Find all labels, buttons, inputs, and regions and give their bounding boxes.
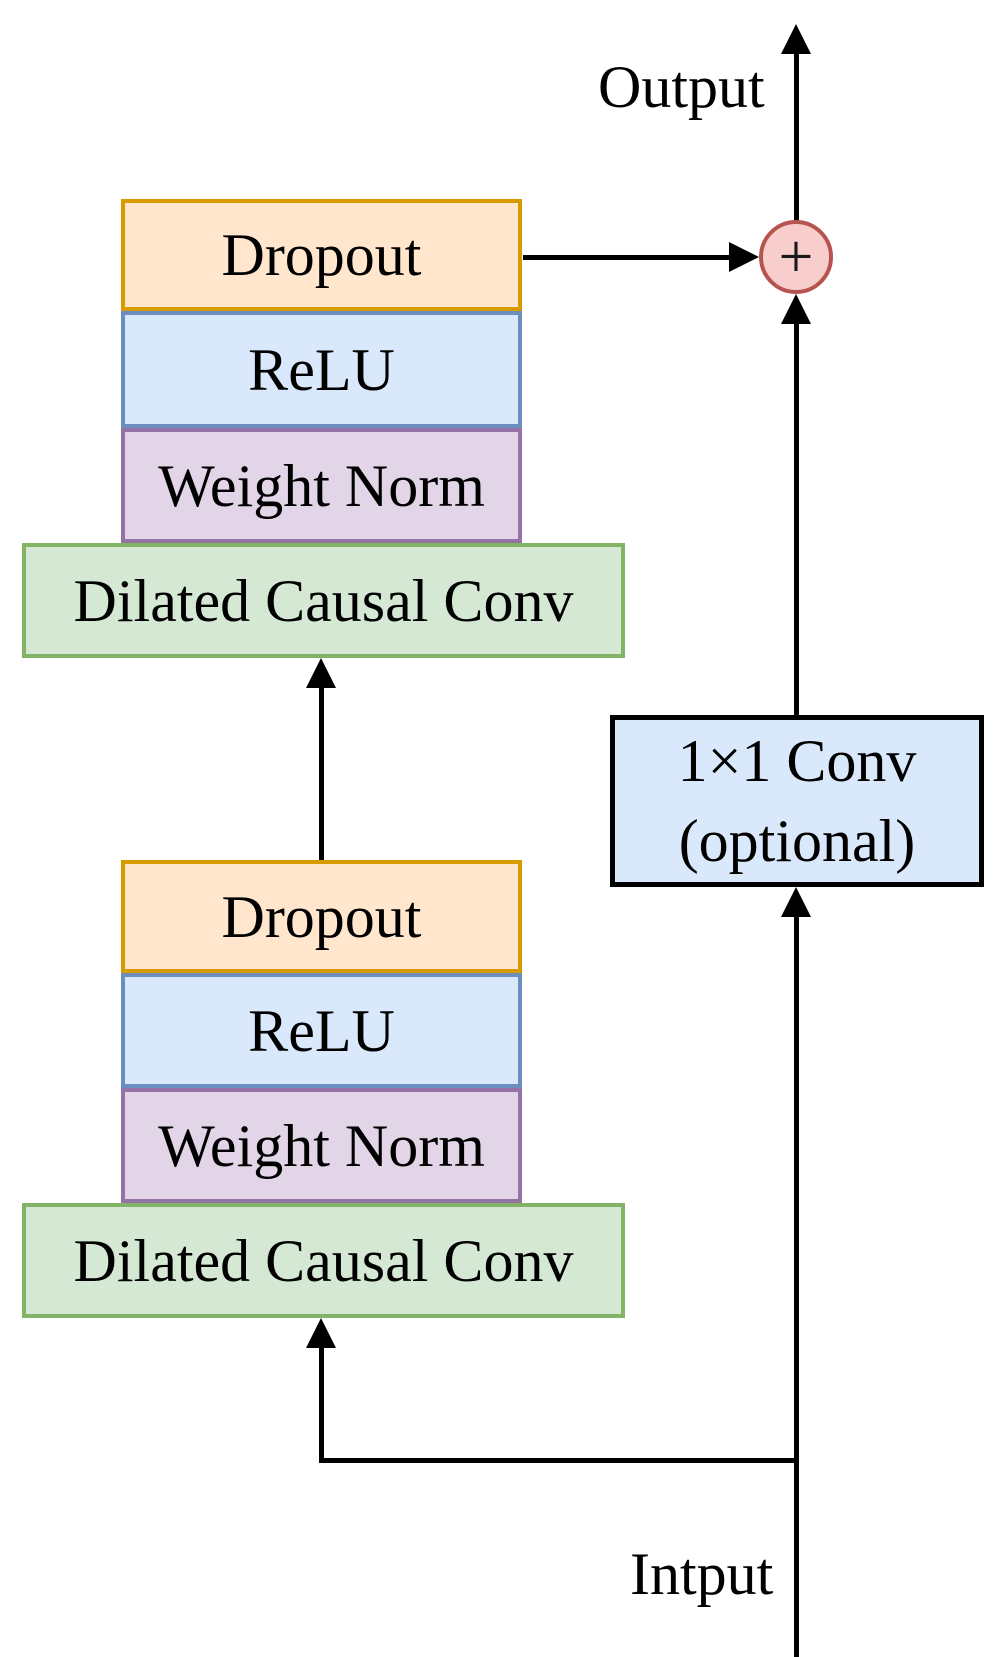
bottom-weight-norm-block: Weight Norm (121, 1088, 522, 1203)
input-vertical-line (794, 912, 799, 1657)
conv1x1-optional-block: 1×1 Conv (optional) (610, 715, 984, 887)
bottom-relu-block: ReLU (121, 973, 522, 1088)
bottom-dropout-label: Dropout (221, 883, 422, 950)
sum-left-arrowhead-icon (729, 242, 759, 272)
bottom-relu-label: ReLU (248, 997, 395, 1064)
bottom-stack-arrowhead-icon (306, 1318, 336, 1348)
top-dilated-causal-conv-label: Dilated Causal Conv (73, 567, 574, 634)
conv1x1-label-line1: 1×1 Conv (677, 728, 917, 794)
output-arrowhead-icon (781, 24, 811, 54)
input-branch-horizontal-line (319, 1458, 799, 1463)
conv1x1-label-line2: (optional) (678, 808, 916, 874)
top-relu-label: ReLU (248, 336, 395, 403)
input-label: Intput (630, 1541, 774, 1607)
interstack-arrowhead-icon (306, 658, 336, 688)
top-dilated-causal-conv-block: Dilated Causal Conv (22, 543, 625, 658)
dropout-to-sum-line (523, 255, 735, 260)
bottom-dilated-causal-conv-label: Dilated Causal Conv (73, 1227, 574, 1294)
plus-icon: + (778, 223, 814, 291)
interstack-arrow-line (319, 684, 324, 860)
top-weight-norm-block: Weight Norm (121, 428, 522, 543)
bottom-dropout-block: Dropout (121, 860, 522, 973)
top-dropout-block: Dropout (121, 199, 522, 311)
sum-to-conv1x1-line (794, 318, 799, 717)
input-branch-vertical-line (319, 1340, 324, 1463)
sum-node: + (759, 220, 833, 294)
top-dropout-label: Dropout (221, 222, 422, 288)
bottom-dilated-causal-conv-block: Dilated Causal Conv (22, 1203, 625, 1318)
top-relu-block: ReLU (121, 311, 522, 428)
output-arrow-line (794, 48, 799, 223)
top-weight-norm-label: Weight Norm (158, 452, 485, 519)
output-label: Output (598, 54, 765, 120)
bottom-weight-norm-label: Weight Norm (158, 1112, 485, 1179)
